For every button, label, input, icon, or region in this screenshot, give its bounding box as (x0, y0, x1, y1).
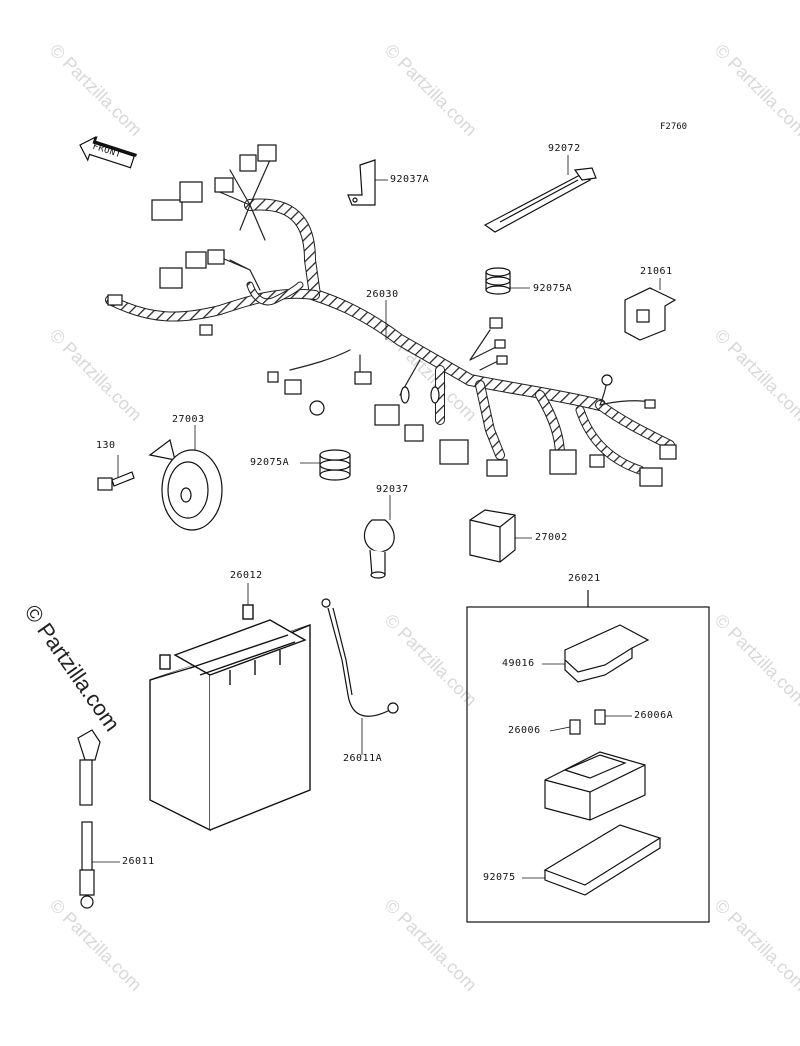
part-label-26006A[interactable]: 26006A (634, 710, 674, 721)
cable-26011A (321, 598, 399, 717)
harness-connectors (107, 144, 677, 487)
relay-27002 (469, 509, 516, 563)
leader-lines (92, 155, 661, 879)
clamp-92037 (363, 519, 395, 579)
part-label-92075A[interactable]: 92075A (533, 283, 573, 294)
bolt-130 (97, 471, 135, 491)
part-label-130[interactable]: 130 (96, 440, 116, 451)
part-label-27002[interactable]: 27002 (535, 532, 568, 543)
part-label-92037[interactable]: 92037 (376, 484, 409, 495)
part-label-21061[interactable]: 21061 (640, 266, 673, 277)
part-label-92075A-mid[interactable]: 92075A (250, 457, 290, 468)
bracket-92037A (347, 159, 376, 206)
cable-26011 (77, 729, 101, 909)
part-label-26006[interactable]: 26006 (508, 725, 541, 736)
part-label-92037A[interactable]: 92037A (390, 174, 430, 185)
part-label-27003[interactable]: 27003 (172, 414, 205, 425)
part-21061 (624, 287, 677, 341)
battery-26012 (149, 604, 311, 832)
horn-27003 (148, 438, 223, 531)
part-label-26012[interactable]: 26012 (230, 570, 263, 581)
part-label-26011[interactable]: 26011 (122, 856, 155, 867)
strap-92072 (483, 167, 597, 233)
part-label-26011A[interactable]: 26011A (343, 753, 383, 764)
fuse-box-26021 (466, 590, 710, 923)
part-label-26030[interactable]: 26030 (366, 289, 399, 300)
part-label-92072[interactable]: 92072 (548, 143, 581, 154)
grommet-92075A-mid (319, 449, 351, 481)
diagram-ref-code: F2760 (660, 122, 688, 132)
part-label-49016[interactable]: 49016 (502, 658, 535, 669)
front-arrow-icon (79, 136, 137, 169)
part-label-92075[interactable]: 92075 (483, 872, 516, 883)
grommet-92075A (485, 267, 511, 295)
part-label-26021[interactable]: 26021 (568, 573, 601, 584)
